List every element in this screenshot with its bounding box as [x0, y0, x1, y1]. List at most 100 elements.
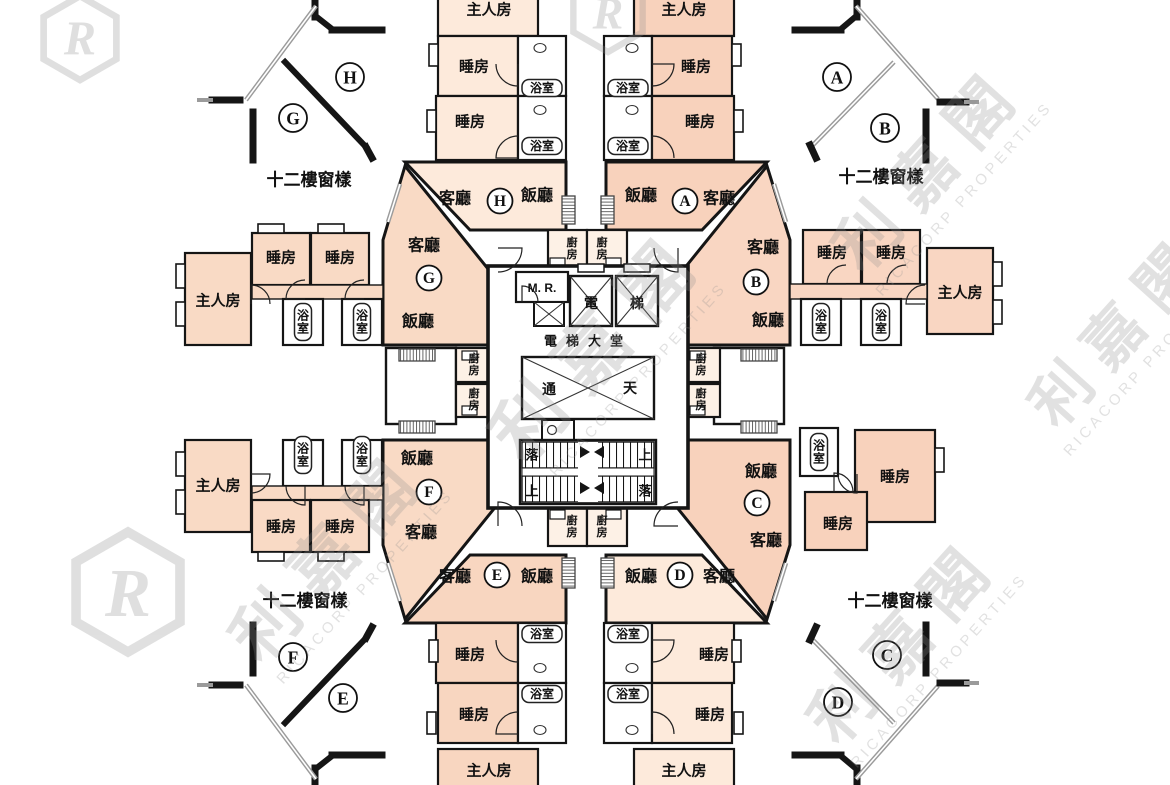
basin — [533, 42, 547, 54]
unit-badge-F — [415, 478, 443, 506]
unit-badge-G — [415, 264, 443, 292]
window-box — [175, 301, 186, 327]
room-h-master — [436, 0, 540, 38]
door-arc — [651, 63, 675, 87]
room-e-master — [436, 747, 540, 785]
room-label: 十二樓窗樣 — [267, 170, 353, 190]
room-label: 飯廳 — [751, 311, 784, 330]
chamfer-window-gap — [387, 183, 401, 223]
label-box — [521, 136, 563, 156]
room-label: 浴室 — [297, 441, 310, 469]
unit-badge-G — [278, 103, 308, 133]
room-label: 浴室 — [530, 80, 554, 95]
room-label: 浴室 — [616, 686, 640, 701]
room-f-master — [183, 438, 253, 534]
room-g-bed-1 — [250, 231, 312, 287]
unit-badge-letter-C: C — [881, 646, 894, 666]
door-arc — [250, 473, 271, 494]
grille — [740, 420, 778, 434]
room-label: 睡房 — [455, 646, 485, 664]
room-d-master — [632, 747, 736, 785]
room-label: 客廳 — [703, 567, 735, 586]
room-label: 上 — [638, 448, 651, 463]
room-c-bed-1 — [853, 428, 937, 524]
sink — [689, 350, 706, 361]
door-arc — [495, 639, 519, 663]
unit-badge-A — [671, 187, 699, 215]
unit-badge-letter-A: A — [831, 68, 844, 88]
window-box — [992, 299, 1003, 325]
room-label: 飯廳 — [624, 567, 657, 586]
unit-badge-D — [823, 687, 853, 717]
watermark-logo: R — [40, 0, 120, 84]
door-arc — [285, 279, 306, 300]
basin — [533, 104, 547, 116]
room-label: 客廳 — [405, 523, 437, 542]
room-label: 落 — [638, 484, 652, 499]
grille — [600, 557, 615, 589]
room-label: 十二樓窗樣 — [263, 591, 349, 611]
window-gap — [245, 684, 317, 780]
room-label: 客廳 — [747, 238, 779, 257]
room-label: 浴室 — [297, 308, 310, 336]
unit-badge-H — [486, 187, 514, 215]
room-label: 廚房 — [469, 386, 480, 412]
lift-vent — [623, 263, 651, 273]
grille — [561, 195, 576, 225]
door-arc — [886, 264, 907, 285]
room-label: 飯廳 — [400, 449, 433, 468]
watermark-logo-hexagon — [570, 0, 646, 56]
door-arc — [250, 284, 271, 305]
room-label: 廚房 — [469, 351, 480, 377]
window-box — [428, 639, 439, 663]
door-arc — [905, 284, 926, 305]
window-gap — [855, 5, 939, 100]
stair-arrow — [580, 482, 590, 494]
chamfer-window-gap — [773, 183, 787, 223]
window-box — [426, 109, 437, 133]
unit-c-living — [673, 438, 792, 623]
label-box — [352, 302, 372, 342]
room-label: 睡房 — [880, 468, 910, 486]
basin — [625, 42, 639, 54]
lift-vent — [577, 263, 605, 273]
room-a-master — [632, 0, 736, 38]
window-box — [426, 711, 437, 735]
unit-badge-letter-E: E — [492, 567, 502, 584]
room-label: 廚房 — [597, 235, 608, 261]
room-label: 飯廳 — [744, 462, 777, 481]
label-box — [607, 136, 649, 156]
room-label: 客廳 — [439, 189, 471, 208]
sink — [605, 509, 622, 520]
room-label: 客廳 — [703, 189, 735, 208]
label-box — [521, 78, 563, 98]
door-arc — [651, 639, 675, 663]
unit-badge-B — [742, 268, 770, 296]
room-label: 睡房 — [266, 249, 296, 267]
room-label: 十二樓窗樣 — [839, 167, 925, 187]
room-label: 主人房 — [466, 1, 511, 19]
unit-badge-E — [328, 683, 358, 713]
room-label: 客廳 — [750, 531, 782, 550]
unit-badge-letter-D: D — [832, 693, 845, 713]
label-box — [811, 302, 831, 342]
door-arc — [651, 135, 675, 159]
unit-badge-letter-F: F — [424, 484, 434, 501]
layer-shapes — [175, 0, 1003, 785]
label-box — [607, 624, 649, 644]
room-label: 飯廳 — [520, 567, 553, 586]
window-box — [175, 489, 186, 515]
room-label: 主人房 — [937, 284, 982, 302]
room-label: 睡房 — [325, 518, 355, 536]
chamfer-window-gap — [773, 562, 787, 602]
basin — [533, 724, 547, 736]
label-box — [607, 684, 649, 704]
basin — [625, 724, 639, 736]
room-label: 睡房 — [325, 249, 355, 267]
room-label: 睡房 — [699, 646, 729, 664]
service-shaft-cross — [533, 301, 565, 327]
